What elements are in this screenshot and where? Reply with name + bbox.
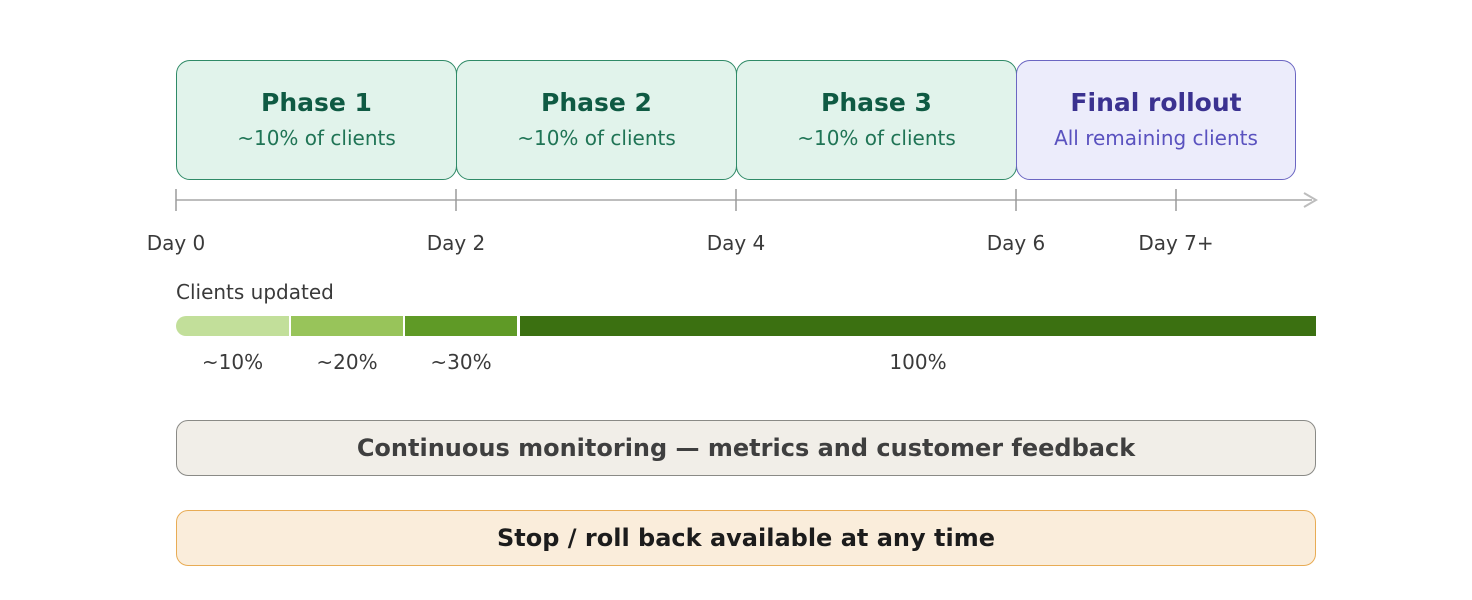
axis-arrow-icon (1303, 192, 1318, 208)
final-rollout-box: Final rollout All remaining clients (1016, 60, 1296, 180)
progress-segment (176, 316, 289, 336)
phase-title: Phase 3 (821, 88, 932, 117)
phase-3-box: Phase 3 ~10% of clients (736, 60, 1017, 180)
progress-segment (291, 316, 403, 336)
phase-title: Phase 1 (261, 88, 372, 117)
phase-subtitle: All remaining clients (1054, 126, 1258, 150)
progress-segment (405, 316, 517, 336)
rollback-banner: Stop / roll back available at any time (176, 510, 1316, 566)
progress-percent: ~20% (316, 350, 378, 374)
phase-subtitle: ~10% of clients (517, 126, 676, 150)
day-label: Day 6 (986, 231, 1046, 255)
day-label: Day 7+ (1138, 231, 1214, 255)
progress-percent: ~30% (430, 350, 492, 374)
monitoring-banner: Continuous monitoring — metrics and cust… (176, 420, 1316, 476)
progress-segment (520, 316, 1316, 336)
progress-percent: ~10% (201, 350, 264, 374)
phase-title: Phase 2 (541, 88, 652, 117)
phase-subtitle: ~10% of clients (797, 126, 956, 150)
day-label: Day 0 (146, 231, 206, 255)
day-label: Day 2 (426, 231, 486, 255)
day-label: Day 4 (706, 231, 766, 255)
phase-title: Final rollout (1070, 88, 1242, 117)
phase-1-box: Phase 1 ~10% of clients (176, 60, 457, 180)
progress-percent: 100% (889, 350, 947, 374)
phase-subtitle: ~10% of clients (237, 126, 396, 150)
clients-updated-label: Clients updated (176, 280, 334, 304)
